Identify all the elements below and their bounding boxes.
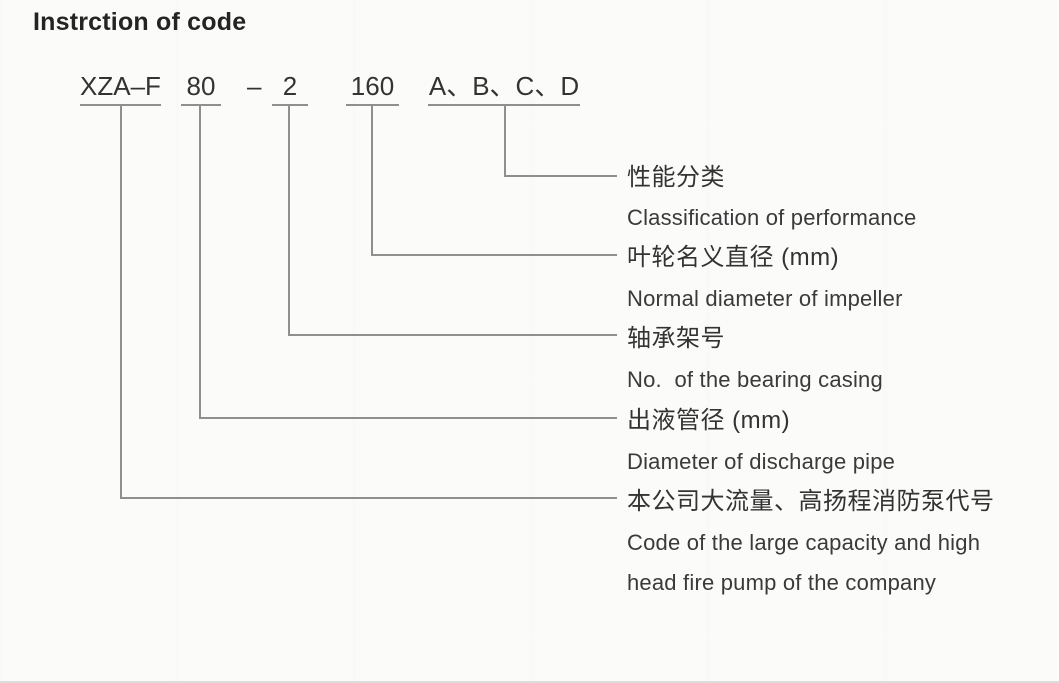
- label-impeller-zh: 叶轮名义直径 (mm): [627, 244, 840, 271]
- code-segment-bearing-text: 2: [282, 71, 298, 101]
- connector-bearing: [288, 106, 617, 336]
- code-segment-series: XZA–F: [78, 71, 163, 101]
- label-discharge-zh: 出液管径 (mm): [627, 407, 791, 434]
- underline-discharge: [181, 104, 221, 106]
- label-performance-zh: 性能分类: [627, 164, 725, 191]
- label-impeller-en: Normal diameter of impeller: [627, 286, 903, 311]
- connector-series: [120, 106, 617, 499]
- code-dash: –: [247, 71, 262, 101]
- underline-series: [80, 104, 161, 106]
- code-segment-impeller-text: 160: [350, 71, 395, 101]
- code-segment-performance: A、B、C、D: [428, 71, 580, 101]
- label-series-zh: 本公司大流量、高扬程消防泵代号: [627, 488, 995, 515]
- underline-impeller: [346, 104, 399, 106]
- code-segment-performance-text: A、B、C、D: [428, 71, 580, 101]
- code-segment-impeller: 160: [346, 71, 399, 101]
- connector-performance: [504, 106, 617, 177]
- code-segment-bearing: – 2: [247, 71, 308, 101]
- label-bearing-en: No. of the bearing casing: [627, 367, 883, 392]
- code-segment-discharge-text: 80: [186, 71, 216, 101]
- label-performance-en: Classification of performance: [627, 205, 917, 230]
- label-series-en-line2: head fire pump of the company: [627, 570, 937, 595]
- underline-bearing: [272, 104, 308, 106]
- code-segment-discharge: 80: [181, 71, 221, 101]
- label-discharge-en: Diameter of discharge pipe: [627, 449, 896, 474]
- code-segment-series-text: XZA–F: [80, 71, 161, 101]
- label-bearing-zh: 轴承架号: [627, 325, 725, 352]
- connector-discharge: [199, 106, 617, 419]
- connector-impeller: [371, 106, 617, 256]
- page-bottom-edge: [0, 681, 1059, 683]
- page-title: Instrction of code: [33, 8, 247, 36]
- label-series-en-line1: Code of the large capacity and high: [627, 530, 981, 555]
- underline-performance: [428, 104, 580, 106]
